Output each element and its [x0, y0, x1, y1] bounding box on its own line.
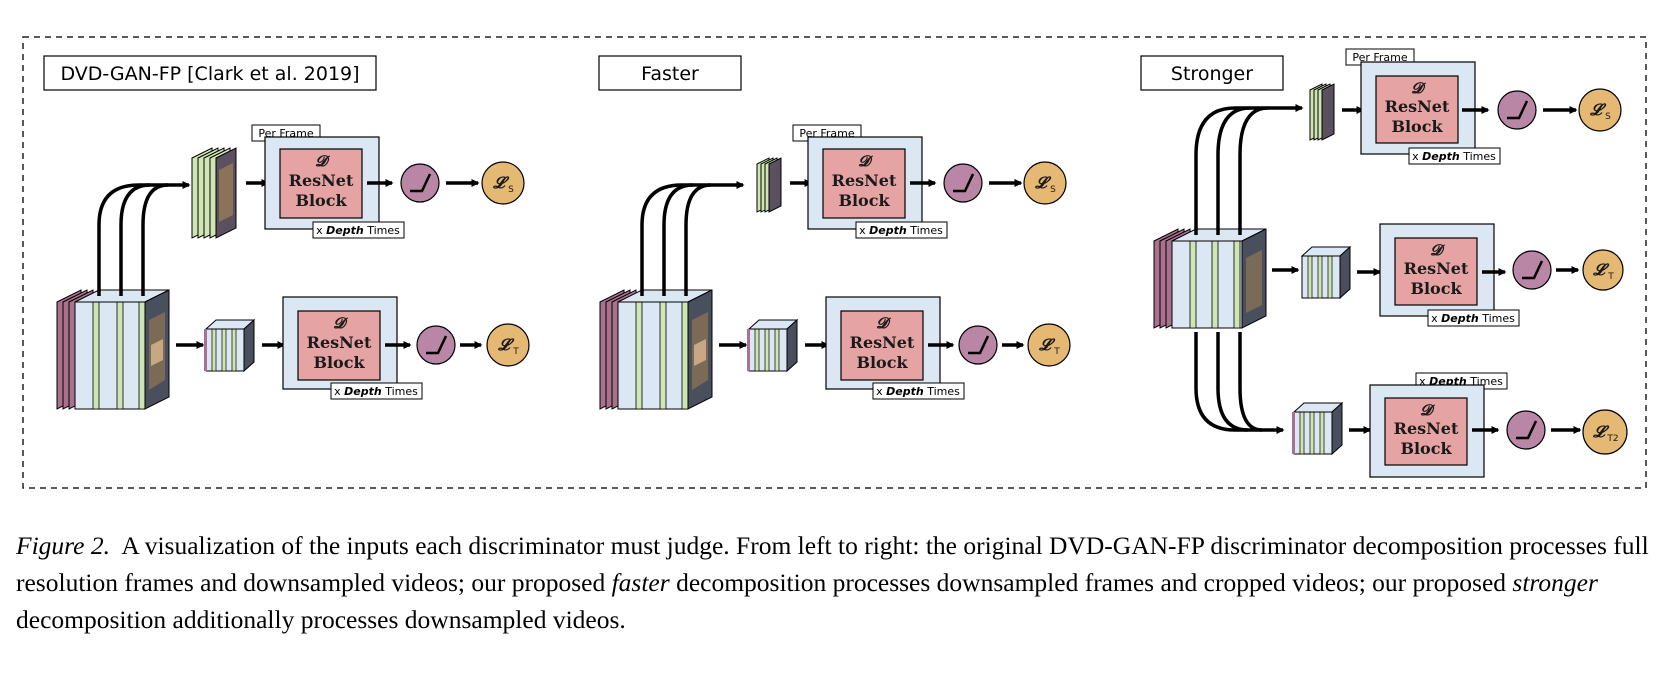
- loss-temporal2-node: [1582, 409, 1628, 455]
- depth-tag: [1408, 147, 1501, 165]
- activation-icon: [958, 325, 998, 365]
- depth-label: x Depth Times: [876, 385, 960, 398]
- activation-icon: [1512, 250, 1552, 290]
- resnet-block: [822, 148, 906, 219]
- resnet-block: [1384, 397, 1468, 466]
- video-stack-input: [1153, 228, 1267, 329]
- panel-title: Faster: [641, 63, 699, 85]
- loss-subscript: T2: [1606, 434, 1618, 444]
- video-stack-input: [56, 289, 170, 410]
- diagram-figure: DVD-GAN-FP [Clark et al. 2019]: [22, 36, 1647, 489]
- d-symbol: 𝓓: [333, 314, 348, 332]
- loss-subscript: T: [1053, 347, 1060, 357]
- caption-text: decomposition additionally processes dow…: [16, 605, 626, 634]
- loss-temporal-node: [1027, 323, 1071, 367]
- d-symbol: 𝓓: [1411, 79, 1426, 97]
- frame-stack-downsampled: [756, 157, 782, 213]
- resnet-label: ResNet: [1385, 97, 1450, 116]
- caption-emphasis: faster: [611, 568, 670, 597]
- resnet-label: ResNet: [1394, 419, 1459, 438]
- d-symbol: 𝓓: [876, 314, 891, 332]
- d-symbol: 𝓓: [1430, 241, 1445, 259]
- resnet-block: [297, 310, 381, 381]
- loss-subscript: S: [1050, 185, 1056, 195]
- d-symbol: 𝓓: [1420, 401, 1435, 419]
- loss-spatial-node: [1578, 88, 1622, 132]
- figure-label: Figure 2.: [16, 531, 110, 560]
- video-stack-downsampled: [1292, 401, 1344, 456]
- activation-icon: [400, 163, 440, 203]
- depth-tag: [872, 382, 965, 400]
- loss-subscript: S: [508, 185, 514, 195]
- resnet-label: ResNet: [1404, 259, 1469, 278]
- panel-title-box: [598, 55, 742, 91]
- block-label: Block: [856, 353, 908, 372]
- block-label: Block: [313, 353, 365, 372]
- activation-icon: [1506, 410, 1546, 450]
- frame-stack-downsampled: [1309, 83, 1335, 141]
- panel-title: Stronger: [1171, 63, 1253, 85]
- resnet-label: ResNet: [289, 171, 354, 190]
- depth-tag: [330, 382, 423, 400]
- resnet-label: ResNet: [832, 171, 897, 190]
- depth-tag: [1427, 309, 1520, 327]
- block-label: Block: [1391, 117, 1443, 136]
- resnet-label: ResNet: [850, 333, 915, 352]
- depth-label: x Depth Times: [1431, 312, 1515, 325]
- resnet-block: [1375, 75, 1459, 144]
- d-symbol: 𝓓: [858, 152, 873, 170]
- d-symbol: 𝓓: [315, 152, 330, 170]
- per-frame-label: Per Frame: [1352, 51, 1408, 64]
- activation-icon: [943, 163, 983, 203]
- video-stack-cropped: [747, 318, 799, 373]
- panel-faster: Faster Per Frame 𝓓 ResN: [598, 55, 1071, 410]
- resnet-label: ResNet: [307, 333, 372, 352]
- video-stack-cropped: [1300, 245, 1352, 300]
- panel-title-box: [1140, 55, 1284, 91]
- figure-dashed-border: [22, 36, 1647, 489]
- panel-stronger: Stronger Per Frame: [1140, 48, 1628, 478]
- video-stack-downsampled: [204, 318, 256, 373]
- block-label: Block: [838, 191, 890, 210]
- frame-stack-full-res: [191, 147, 237, 239]
- depth-tag: [855, 221, 948, 239]
- block-label: Block: [295, 191, 347, 210]
- loss-spatial-node: [1023, 161, 1067, 205]
- video-stack-input: [599, 289, 713, 410]
- panel-title: DVD-GAN-FP [Clark et al. 2019]: [60, 63, 359, 85]
- resnet-block: [1394, 237, 1478, 306]
- panel-title-box: [43, 55, 377, 91]
- loss-temporal-node: [486, 323, 530, 367]
- panel-dvd-gan-fp: DVD-GAN-FP [Clark et al. 2019]: [43, 55, 530, 410]
- caption-emphasis: stronger: [1512, 568, 1598, 597]
- block-label: Block: [1410, 279, 1462, 298]
- loss-subscript: T: [1607, 272, 1614, 282]
- loss-subscript: T: [512, 347, 519, 357]
- caption-text: decomposition processes downsampled fram…: [676, 568, 1507, 597]
- loss-spatial-node: [481, 161, 525, 205]
- loss-temporal-node: [1582, 249, 1624, 291]
- depth-tag: [312, 221, 405, 239]
- depth-label: x Depth Times: [859, 224, 943, 237]
- depth-label: x Depth Times: [316, 224, 400, 237]
- depth-label: x Depth Times: [1412, 150, 1496, 163]
- depth-label: x Depth Times: [334, 385, 418, 398]
- block-label: Block: [1400, 439, 1452, 458]
- caption-text: A visualization of the inputs each discr…: [16, 531, 1649, 597]
- loss-subscript: S: [1605, 112, 1611, 122]
- activation-icon: [416, 325, 456, 365]
- resnet-block: [279, 148, 363, 219]
- activation-icon: [1497, 90, 1537, 130]
- resnet-block: [840, 310, 924, 381]
- figure-caption: Figure 2. A visualization of the inputs …: [16, 527, 1656, 638]
